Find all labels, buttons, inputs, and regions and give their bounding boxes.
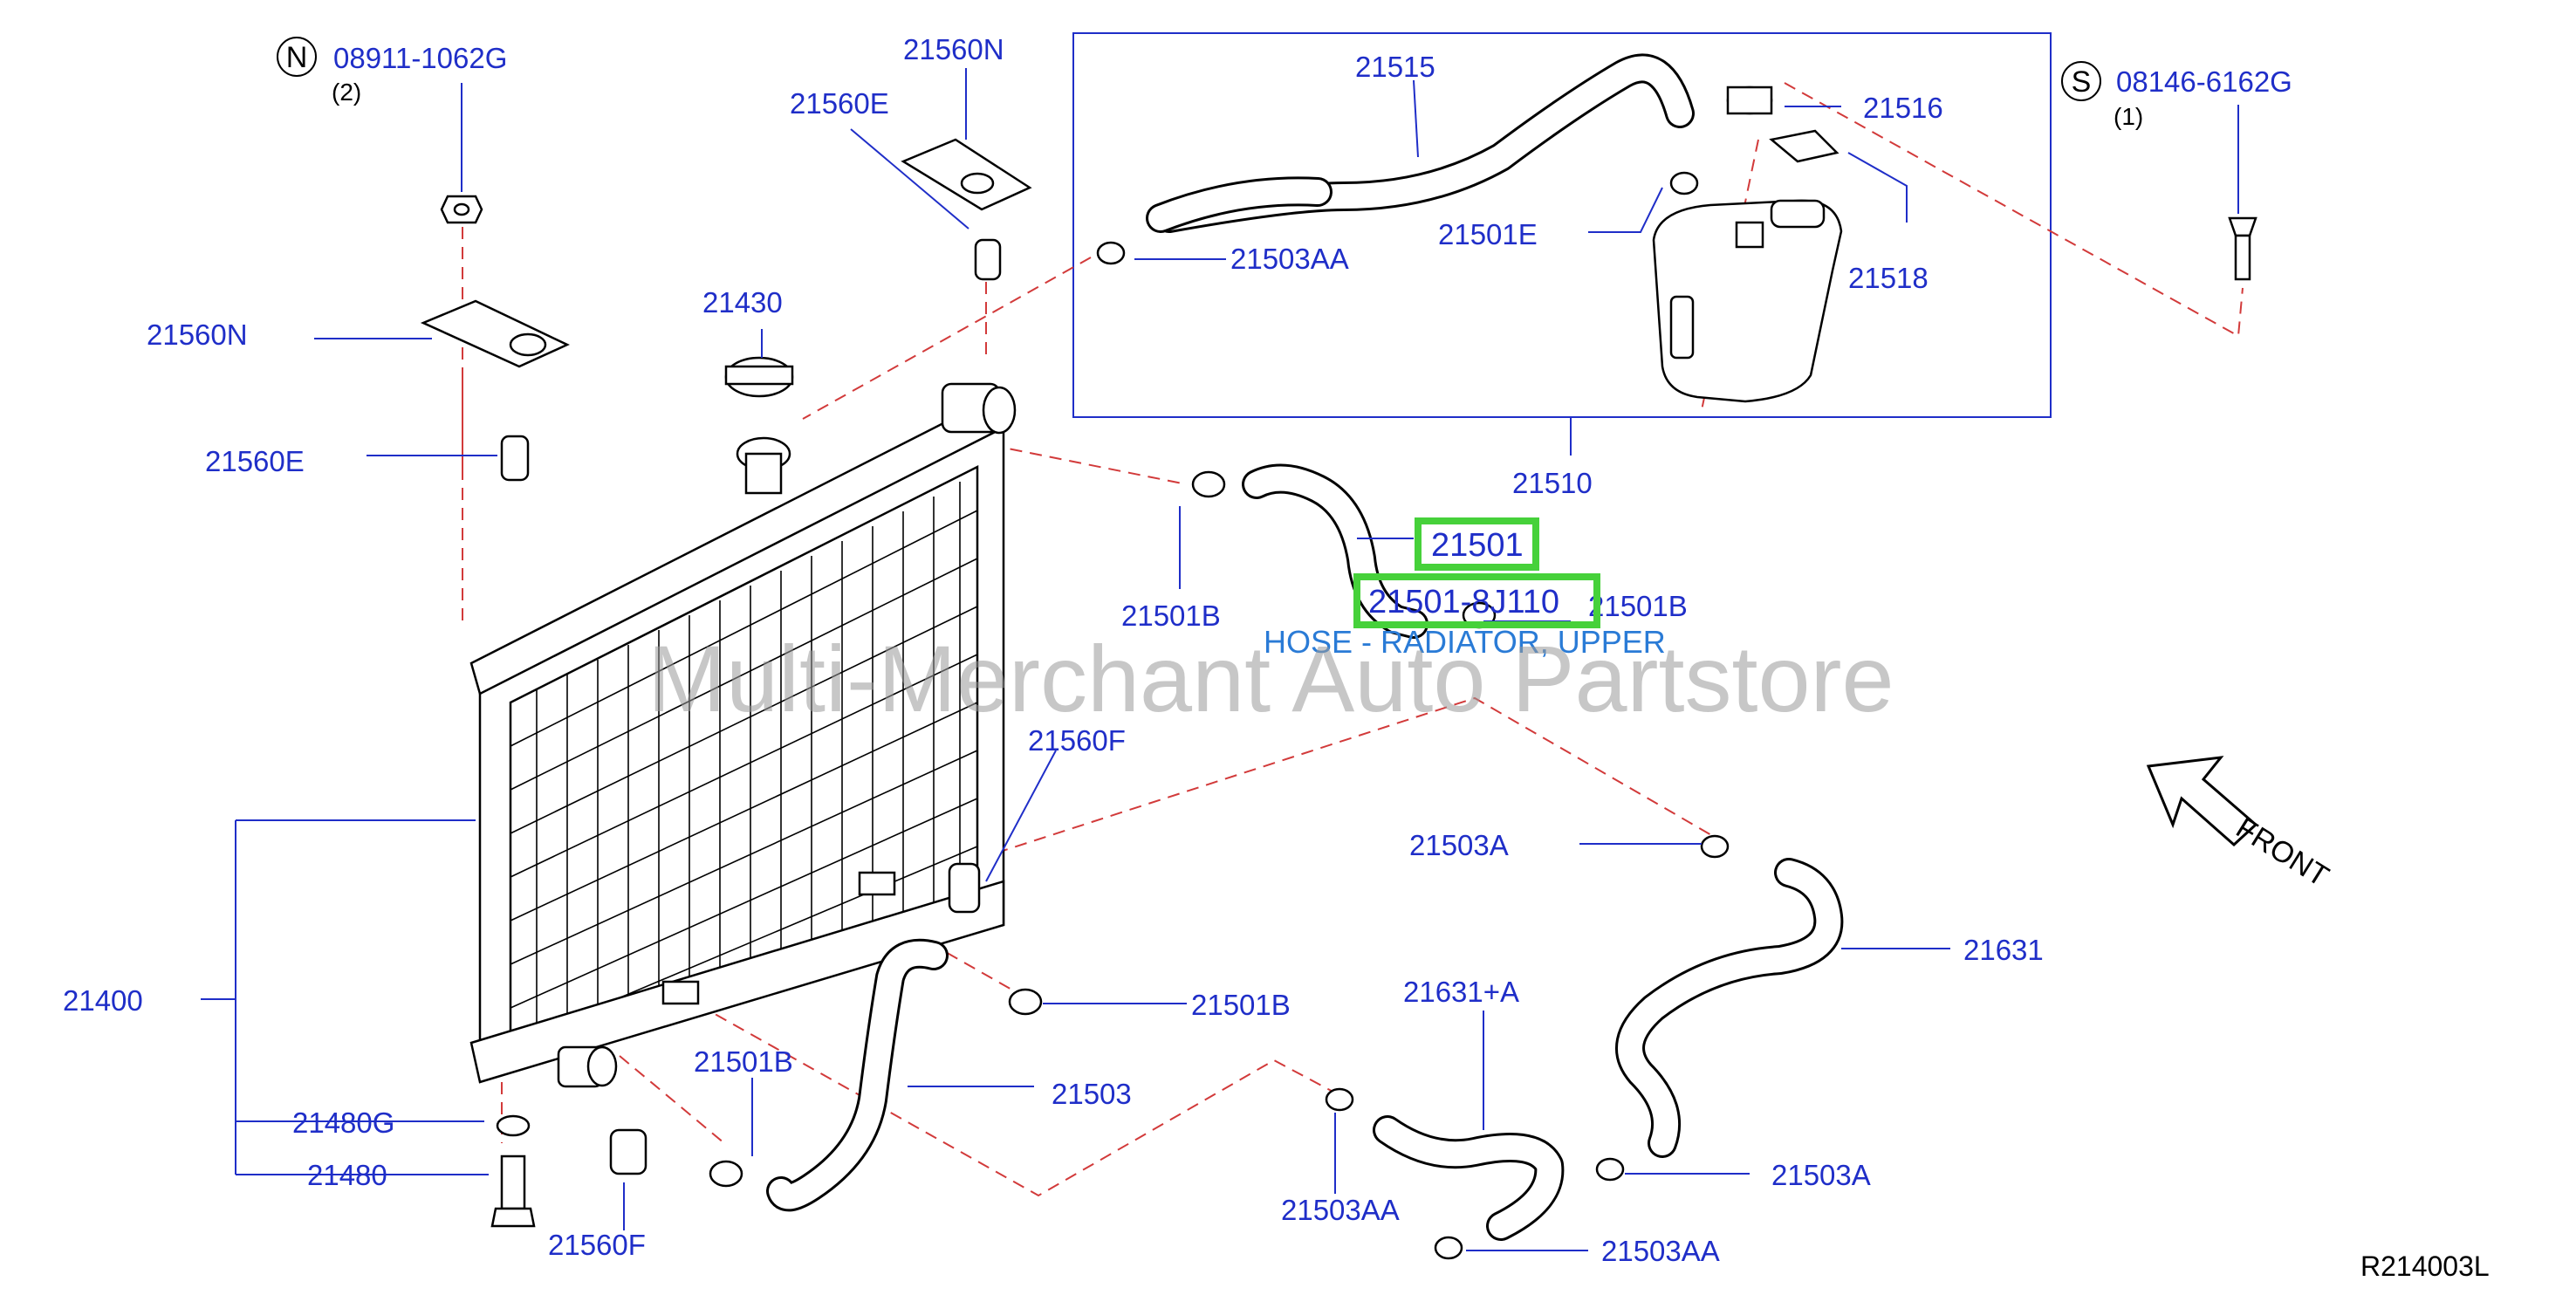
label-21501b-bottom[interactable]: 21501B <box>694 1045 793 1078</box>
label-21560n-top[interactable]: 21560N <box>903 33 1004 65</box>
label-21560e-left[interactable]: 21560E <box>205 445 305 477</box>
radiator-core <box>469 382 1017 1088</box>
label-21503aa-mid[interactable]: 21503AA <box>1281 1194 1400 1226</box>
label-21516[interactable]: 21516 <box>1863 92 1943 124</box>
label-21501-oem[interactable]: 21501-8J110 <box>1368 584 1559 620</box>
label-21515[interactable]: 21515 <box>1355 51 1435 83</box>
hardware-parts <box>420 86 2257 1228</box>
part-labels: 08911-1062G (2) 08146-6162G (1) 21560N 2… <box>63 33 2292 1267</box>
label-21560f-bottom[interactable]: 21560F <box>548 1229 646 1261</box>
s-symbol: S <box>2072 65 2092 99</box>
label-21560f-top[interactable]: 21560F <box>1028 724 1126 757</box>
label-21560e-top[interactable]: 21560E <box>790 87 889 120</box>
label-n-qty: (2) <box>332 79 361 106</box>
part-description: HOSE - RADIATOR, UPPER <box>1264 624 1666 660</box>
label-s-qty: (1) <box>2114 103 2143 130</box>
hoses <box>766 53 1844 1241</box>
n-symbol-circle <box>277 37 317 77</box>
label-21510[interactable]: 21510 <box>1512 467 1593 499</box>
reservoir-tank <box>1652 199 1843 403</box>
reservoir-kit-frame <box>1072 32 2052 418</box>
label-21503a-top[interactable]: 21503A <box>1409 829 1509 861</box>
label-21503aa-top[interactable]: 21503AA <box>1230 243 1349 275</box>
clamps <box>709 171 1730 1260</box>
label-21480[interactable]: 21480 <box>307 1159 387 1191</box>
label-s-part[interactable]: 08146-6162G <box>2116 65 2292 98</box>
label-21400[interactable]: 21400 <box>63 984 143 1017</box>
label-21503a-bottom[interactable]: 21503A <box>1771 1159 1871 1191</box>
label-21501b-right[interactable]: 21501B <box>1588 590 1688 622</box>
label-21631[interactable]: 21631 <box>1963 934 2044 966</box>
label-21518[interactable]: 21518 <box>1848 262 1929 294</box>
label-21560n-left[interactable]: 21560N <box>147 319 248 351</box>
label-21503[interactable]: 21503 <box>1052 1078 1132 1110</box>
label-21501b-mid[interactable]: 21501B <box>1191 989 1291 1021</box>
front-label: FRONT <box>2230 812 2334 894</box>
label-21480g[interactable]: 21480G <box>292 1107 394 1139</box>
highlight-box-21501-oem <box>1353 573 1600 628</box>
label-21501b-left[interactable]: 21501B <box>1121 600 1221 632</box>
label-21501e[interactable]: 21501E <box>1438 218 1538 250</box>
label-21631a[interactable]: 21631+A <box>1403 976 1519 1008</box>
label-n-part[interactable]: 08911-1062G <box>333 42 507 74</box>
leader-lines <box>201 68 2239 1251</box>
label-21501[interactable]: 21501 <box>1431 527 1524 564</box>
label-21430[interactable]: 21430 <box>702 286 783 319</box>
s-symbol-circle <box>2061 61 2101 101</box>
diagram-reference: R214003L <box>2360 1250 2490 1282</box>
n-symbol: N <box>286 41 308 74</box>
front-arrow-icon <box>2146 756 2258 847</box>
label-21503aa-bottom[interactable]: 21503AA <box>1601 1235 1720 1267</box>
watermark: Multi-Merchant Auto Partstore <box>647 626 1894 731</box>
highlight-box-21501 <box>1415 517 1539 571</box>
